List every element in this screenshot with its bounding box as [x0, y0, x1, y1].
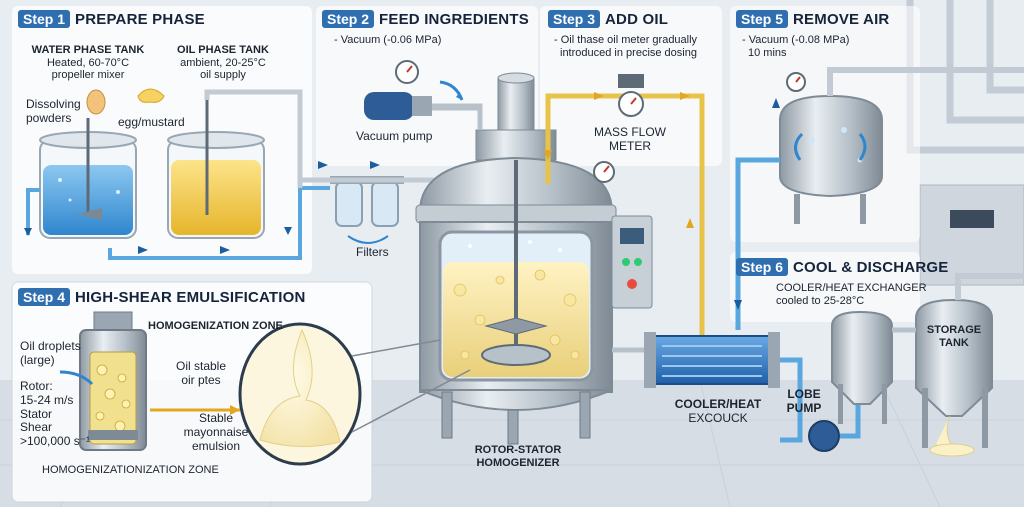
mass-flow-line1: MASS FLOW	[593, 125, 666, 139]
rotor-stator-line1: ROTOR-STATOR	[474, 444, 562, 456]
storage-line1: STORAGE	[926, 324, 982, 336]
step1-heading: Step 1 PREPARE PHASE	[18, 10, 205, 28]
step3-heading: Step 3 ADD OIL	[548, 10, 668, 28]
oil-tank-temp: ambient, 20-25°C	[180, 56, 266, 69]
cooler-bottom-label: COOLER/HEAT EXCOUCK	[668, 397, 768, 426]
cooler-note-line1: COOLER/HEAT EXCHANGER	[776, 282, 927, 294]
cooler-note-line2: cooled to 25-28°C	[776, 294, 865, 307]
step5-title: REMOVE AIR	[793, 10, 890, 28]
rotor-line4: Shear	[20, 420, 53, 435]
step3-note: - Oil thase oil meter gradually introduc…	[554, 34, 697, 59]
rotor-stator-label: ROTOR-STATOR HOMOGENIZER	[458, 444, 578, 469]
water-tank-temp: Heated, 60-70°C	[46, 56, 130, 69]
oil-tank-title: OIL PHASE TANK	[177, 44, 269, 56]
step4-badge: Step 4	[18, 288, 71, 306]
rotor-line5: >100,000 s⁻¹	[20, 434, 91, 449]
step5-note-line1: - Vacuum (-0.08 MPa)	[742, 34, 850, 46]
step5-heading: Step 5 REMOVE AIR	[736, 10, 889, 28]
step2-heading: Step 2 FEED INGREDIENTS	[322, 10, 529, 28]
oil-stable-line1: Oil stable	[175, 359, 227, 373]
homog-zone-top-label: HOMOGENIZATION ZONE	[148, 320, 283, 332]
step3-badge: Step 3	[548, 10, 601, 28]
lobe-pump-line2: PUMP	[786, 400, 822, 415]
step3-note-line1: - Oil thase oil meter gradually	[554, 34, 698, 46]
step5-badge: Step 5	[736, 10, 789, 28]
dissolving-line2: powders	[26, 110, 72, 125]
storage-tank-label: STORAGE TANK	[920, 324, 988, 349]
water-tank-label: WATER PHASE TANK Heated, 60-70°C propell…	[28, 44, 148, 82]
homog-zone-bottom-label: HOMOGENIZATIONIZATION ZONE	[42, 464, 219, 476]
step4-heading: Step 4 HIGH-SHEAR EMULSIFICATION	[18, 288, 306, 306]
step2-badge: Step 2	[322, 10, 375, 28]
step3-title: ADD OIL	[605, 10, 669, 28]
oil-droplets-label: Oil droplets (large)	[20, 339, 81, 368]
egg-mustard-label: egg/mustard	[118, 115, 185, 129]
oil-tank-supply: oil supply	[200, 69, 246, 82]
step5-note-line2: 10 mins	[748, 46, 787, 59]
step2-vacuum-note: - Vacuum (-0.06 MPa)	[334, 34, 442, 46]
cooler-bottom-line2: EXCOUCK	[688, 410, 748, 425]
step3-note-line2: introduced in precise dosing	[560, 46, 697, 59]
step2-title: FEED INGREDIENTS	[379, 10, 529, 28]
rotor-line3: Stator	[20, 406, 53, 421]
step6-badge: Step 6	[736, 258, 789, 276]
mass-flow-meter-label: MASS FLOW METER	[590, 125, 670, 154]
step1-title: PREPARE PHASE	[75, 10, 205, 28]
step4-title: HIGH-SHEAR EMULSIFICATION	[75, 288, 306, 306]
oil-droplets-line2: (large)	[20, 352, 55, 367]
step6-title: COOL & DISCHARGE	[793, 258, 949, 276]
oil-tank-label: OIL PHASE TANK ambient, 20-25°C oil supp…	[168, 44, 278, 82]
oil-stable-line2: oir ptes	[181, 372, 221, 387]
step6-heading: Step 6 COOL & DISCHARGE	[736, 258, 948, 276]
oil-droplets-line1: Oil droplets	[20, 339, 81, 353]
stable-emulsion-label: Stable mayonnaise emulsion	[176, 411, 256, 453]
step5-note: - Vacuum (-0.08 MPa) 10 mins	[742, 34, 849, 59]
dissolving-powders-label: Dissolving powders	[26, 97, 81, 126]
vacuum-pump-label: Vacuum pump	[356, 129, 433, 143]
oil-stable-label: Oil stable oir ptes	[166, 359, 236, 388]
mass-flow-line2: METER	[609, 138, 651, 153]
lobe-pump-label: LOBE PUMP	[780, 387, 828, 416]
rotor-stats-label: Rotor: 15-24 m/s Stator Shear >100,000 s…	[20, 379, 91, 449]
water-tank-mixer: propeller mixer	[51, 69, 125, 82]
lobe-pump-line1: LOBE	[787, 387, 821, 401]
rotor-line1: Rotor:	[20, 379, 53, 393]
cooler-bottom-line1: COOLER/HEAT	[674, 397, 762, 411]
cooler-note: COOLER/HEAT EXCHANGER cooled to 25-28°C	[776, 282, 927, 307]
stable-line2: mayonnaise	[183, 424, 249, 439]
dissolving-line1: Dissolving	[26, 97, 81, 111]
filters-label: Filters	[356, 245, 389, 259]
step1-badge: Step 1	[18, 10, 71, 28]
water-tank-title: WATER PHASE TANK	[31, 44, 145, 56]
storage-line2: TANK	[939, 336, 969, 349]
stable-line3: emulsion	[191, 438, 241, 453]
rotor-line2: 15-24 m/s	[20, 392, 74, 407]
rotor-stator-line2: HOMOGENIZER	[476, 456, 560, 469]
stable-line1: Stable	[198, 411, 234, 425]
